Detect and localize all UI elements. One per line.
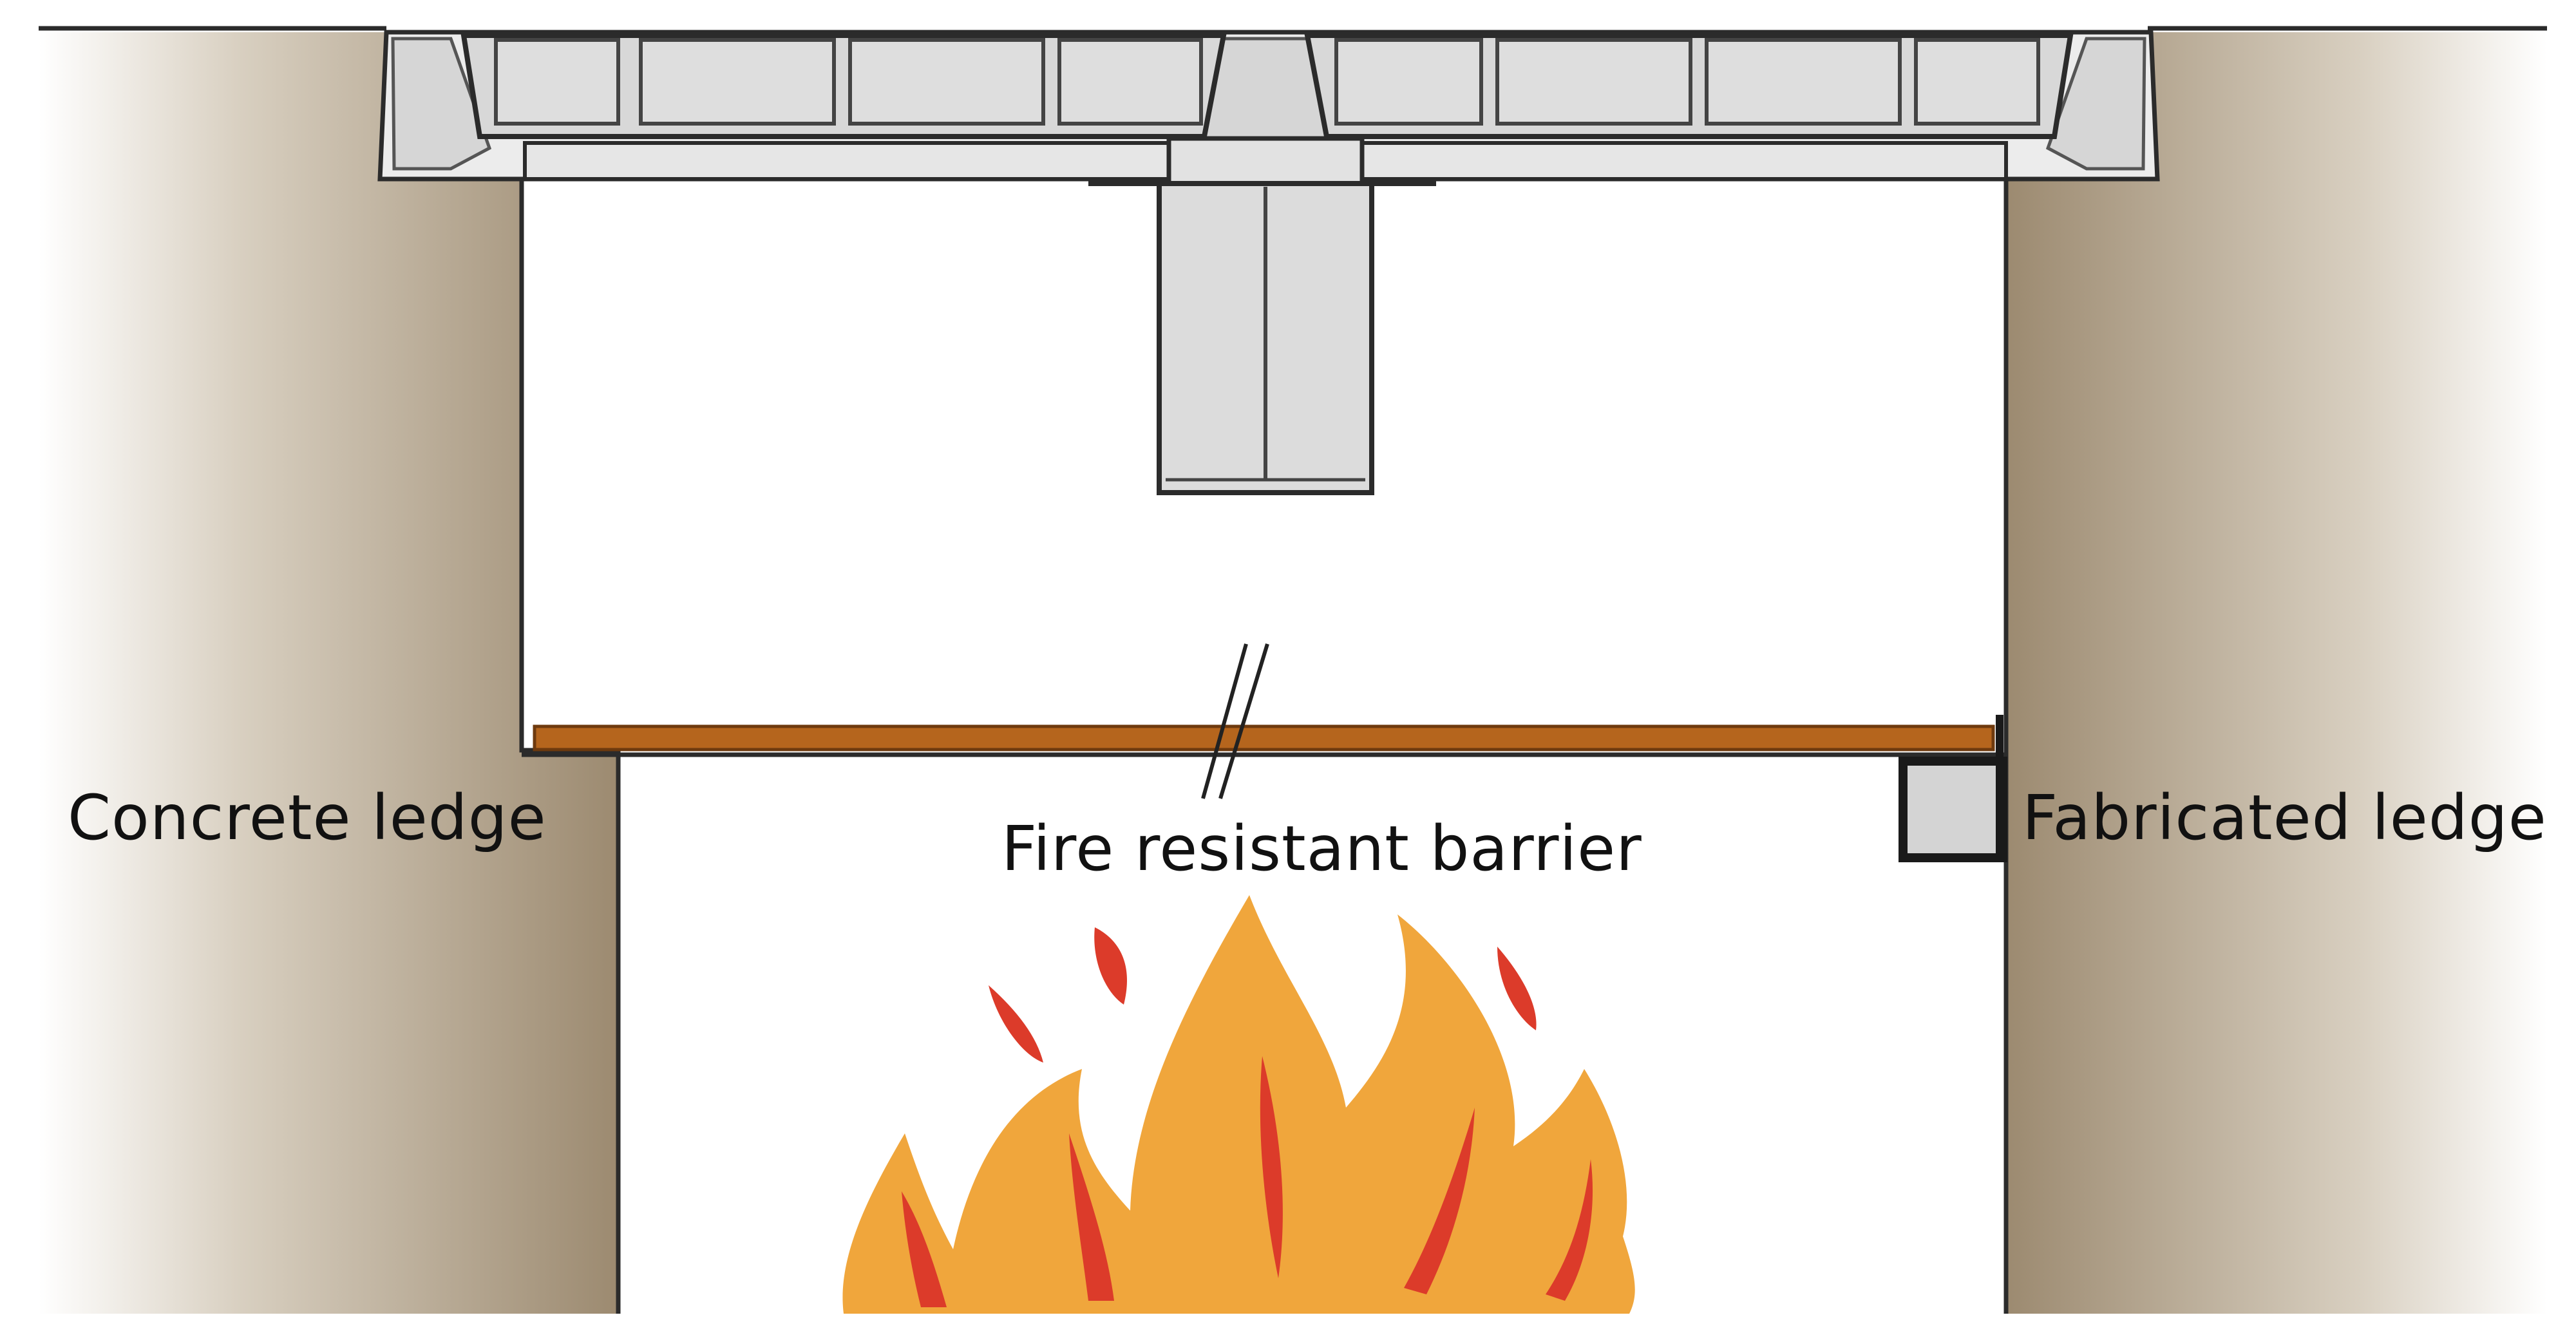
concrete-wall-left <box>39 32 618 1314</box>
label-concrete-ledge: Concrete ledge <box>68 782 547 854</box>
fabricated-ledge-angle <box>1899 715 2007 862</box>
support-beam <box>1088 136 1436 495</box>
label-fire-resistant-barrier: Fire resistant barrier <box>1001 813 1642 885</box>
fire-icon <box>842 895 1635 1314</box>
fire-barrier-board <box>522 724 2006 757</box>
cover-panel-left <box>460 33 1227 139</box>
cover-panel-right <box>1304 33 2074 139</box>
concrete-wall-right <box>2006 32 2547 1314</box>
label-fabricated-ledge: Fabricated ledge <box>2022 782 2547 854</box>
barrier-leader-line <box>1201 643 1269 799</box>
